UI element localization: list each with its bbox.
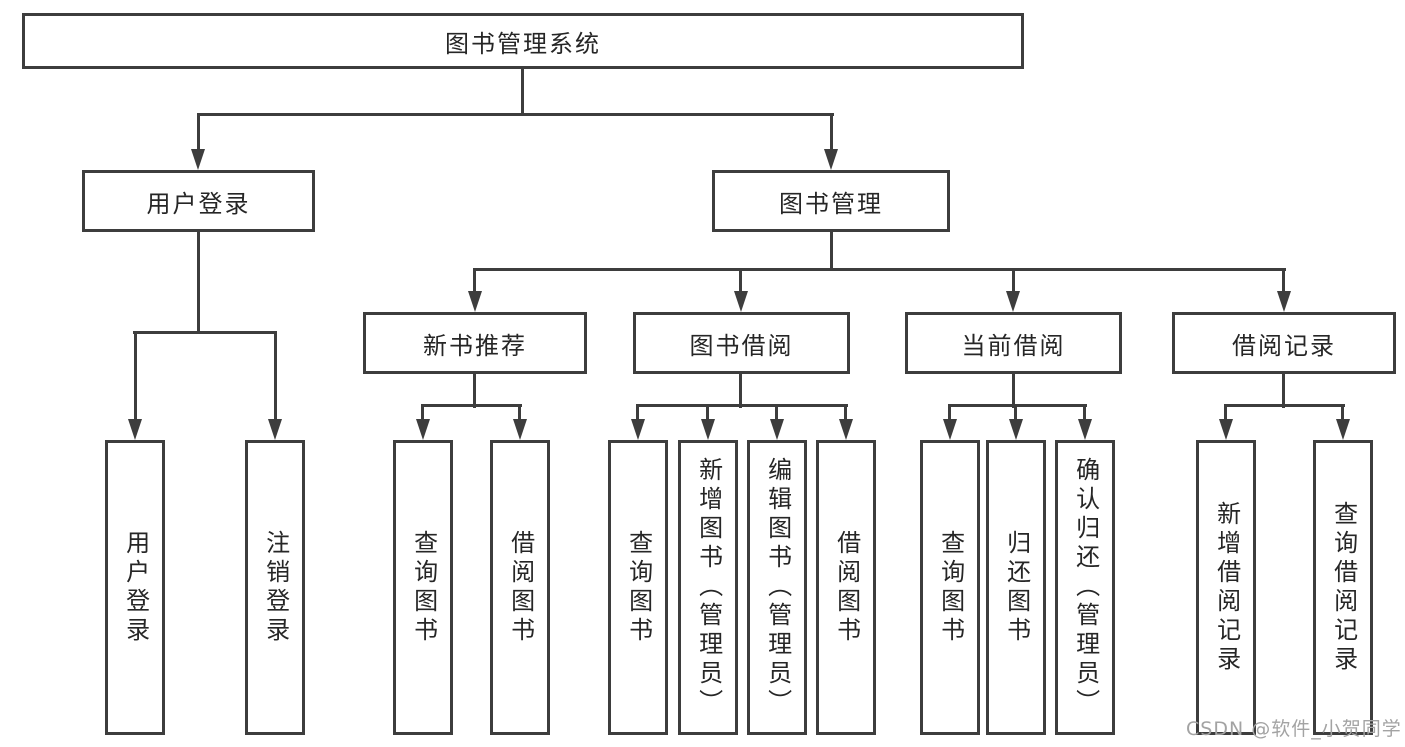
connector-records-trunk (1282, 374, 1285, 408)
csdn-watermark: CSDN @软件_小贺同学 (1186, 718, 1402, 740)
leaf-borrow-books-recommend: 借阅图书 (490, 440, 550, 735)
connector-root-left-drop (197, 113, 200, 153)
connector-mgmt-trunk (830, 232, 833, 270)
connector-root-trunk (521, 69, 524, 115)
connector-records-rail (1224, 404, 1345, 407)
arrowhead-down-icon (631, 419, 645, 440)
leaf-query-borrow-record: 查询借阅记录 (1313, 440, 1373, 735)
node-book-management: 图书管理 (712, 170, 950, 232)
arrowhead-down-icon (268, 419, 282, 440)
leaf-confirm-return-admin: 确认归还（管理员） (1055, 440, 1115, 735)
connector-user-drop (134, 331, 137, 421)
arrowhead-down-icon (513, 419, 527, 440)
arrowhead-down-icon (416, 419, 430, 440)
connector-borrow-drop (775, 404, 778, 421)
leaf-add-book-admin: 新增图书（管理员） (678, 440, 738, 735)
arrowhead-down-icon (1009, 419, 1023, 440)
connector-current-drop (1083, 404, 1086, 421)
connector-borrow-drop (636, 404, 639, 421)
arrowhead-down-icon (839, 419, 853, 440)
connector-current-rail (948, 404, 1087, 407)
arrowhead-down-icon (701, 419, 715, 440)
connector-borrow-drop (706, 404, 709, 421)
connector-root-rail (197, 113, 834, 116)
arrowhead-down-icon (191, 149, 205, 170)
node-new-book-recommend: 新书推荐 (363, 312, 587, 374)
connector-recommend-trunk (473, 374, 476, 408)
connector-recommend-drop (518, 404, 521, 421)
arrowhead-down-icon (770, 419, 784, 440)
connector-recommend-drop (421, 404, 424, 421)
connector-current-drop (948, 404, 951, 421)
connector-user-drop (274, 331, 277, 421)
node-borrow-records: 借阅记录 (1172, 312, 1396, 374)
connector-root-right-drop (830, 113, 833, 153)
node-root-system: 图书管理系统 (22, 13, 1024, 69)
arrowhead-down-icon (1078, 419, 1092, 440)
connector-records-drop (1341, 404, 1344, 421)
leaf-user-login: 用户登录 (105, 440, 165, 735)
arrowhead-down-icon (734, 291, 748, 312)
connector-recommend-rail (421, 404, 522, 407)
connector-current-drop (1014, 404, 1017, 421)
connector-records-drop (1224, 404, 1227, 421)
leaf-query-books-recommend: 查询图书 (393, 440, 453, 735)
arrowhead-down-icon (1277, 291, 1291, 312)
arrowhead-down-icon (468, 291, 482, 312)
connector-mgmt-drop (1282, 268, 1285, 294)
arrowhead-down-icon (1219, 419, 1233, 440)
leaf-borrow-books: 借阅图书 (816, 440, 876, 735)
connector-mgmt-rail (473, 268, 1286, 271)
leaf-add-borrow-record: 新增借阅记录 (1196, 440, 1256, 735)
leaf-query-books-borrow: 查询图书 (608, 440, 668, 735)
connector-user-rail (133, 331, 277, 334)
arrowhead-down-icon (128, 419, 142, 440)
connector-borrow-rail (636, 404, 848, 407)
node-current-borrow: 当前借阅 (905, 312, 1122, 374)
arrowhead-down-icon (1336, 419, 1350, 440)
connector-mgmt-drop (1012, 268, 1015, 294)
connector-user-trunk (197, 232, 200, 333)
leaf-return-books: 归还图书 (986, 440, 1046, 735)
node-book-borrow: 图书借阅 (633, 312, 850, 374)
arrowhead-down-icon (943, 419, 957, 440)
leaf-edit-book-admin: 编辑图书（管理员） (747, 440, 807, 735)
leaf-logout: 注销登录 (245, 440, 305, 735)
arrowhead-down-icon (824, 149, 838, 170)
node-user-login: 用户登录 (82, 170, 315, 232)
connector-mgmt-drop (473, 268, 476, 294)
connector-mgmt-drop (739, 268, 742, 294)
connector-borrow-trunk (739, 374, 742, 408)
connector-borrow-drop (844, 404, 847, 421)
connector-current-trunk (1012, 374, 1015, 408)
leaf-query-books-current: 查询图书 (920, 440, 980, 735)
arrowhead-down-icon (1006, 291, 1020, 312)
